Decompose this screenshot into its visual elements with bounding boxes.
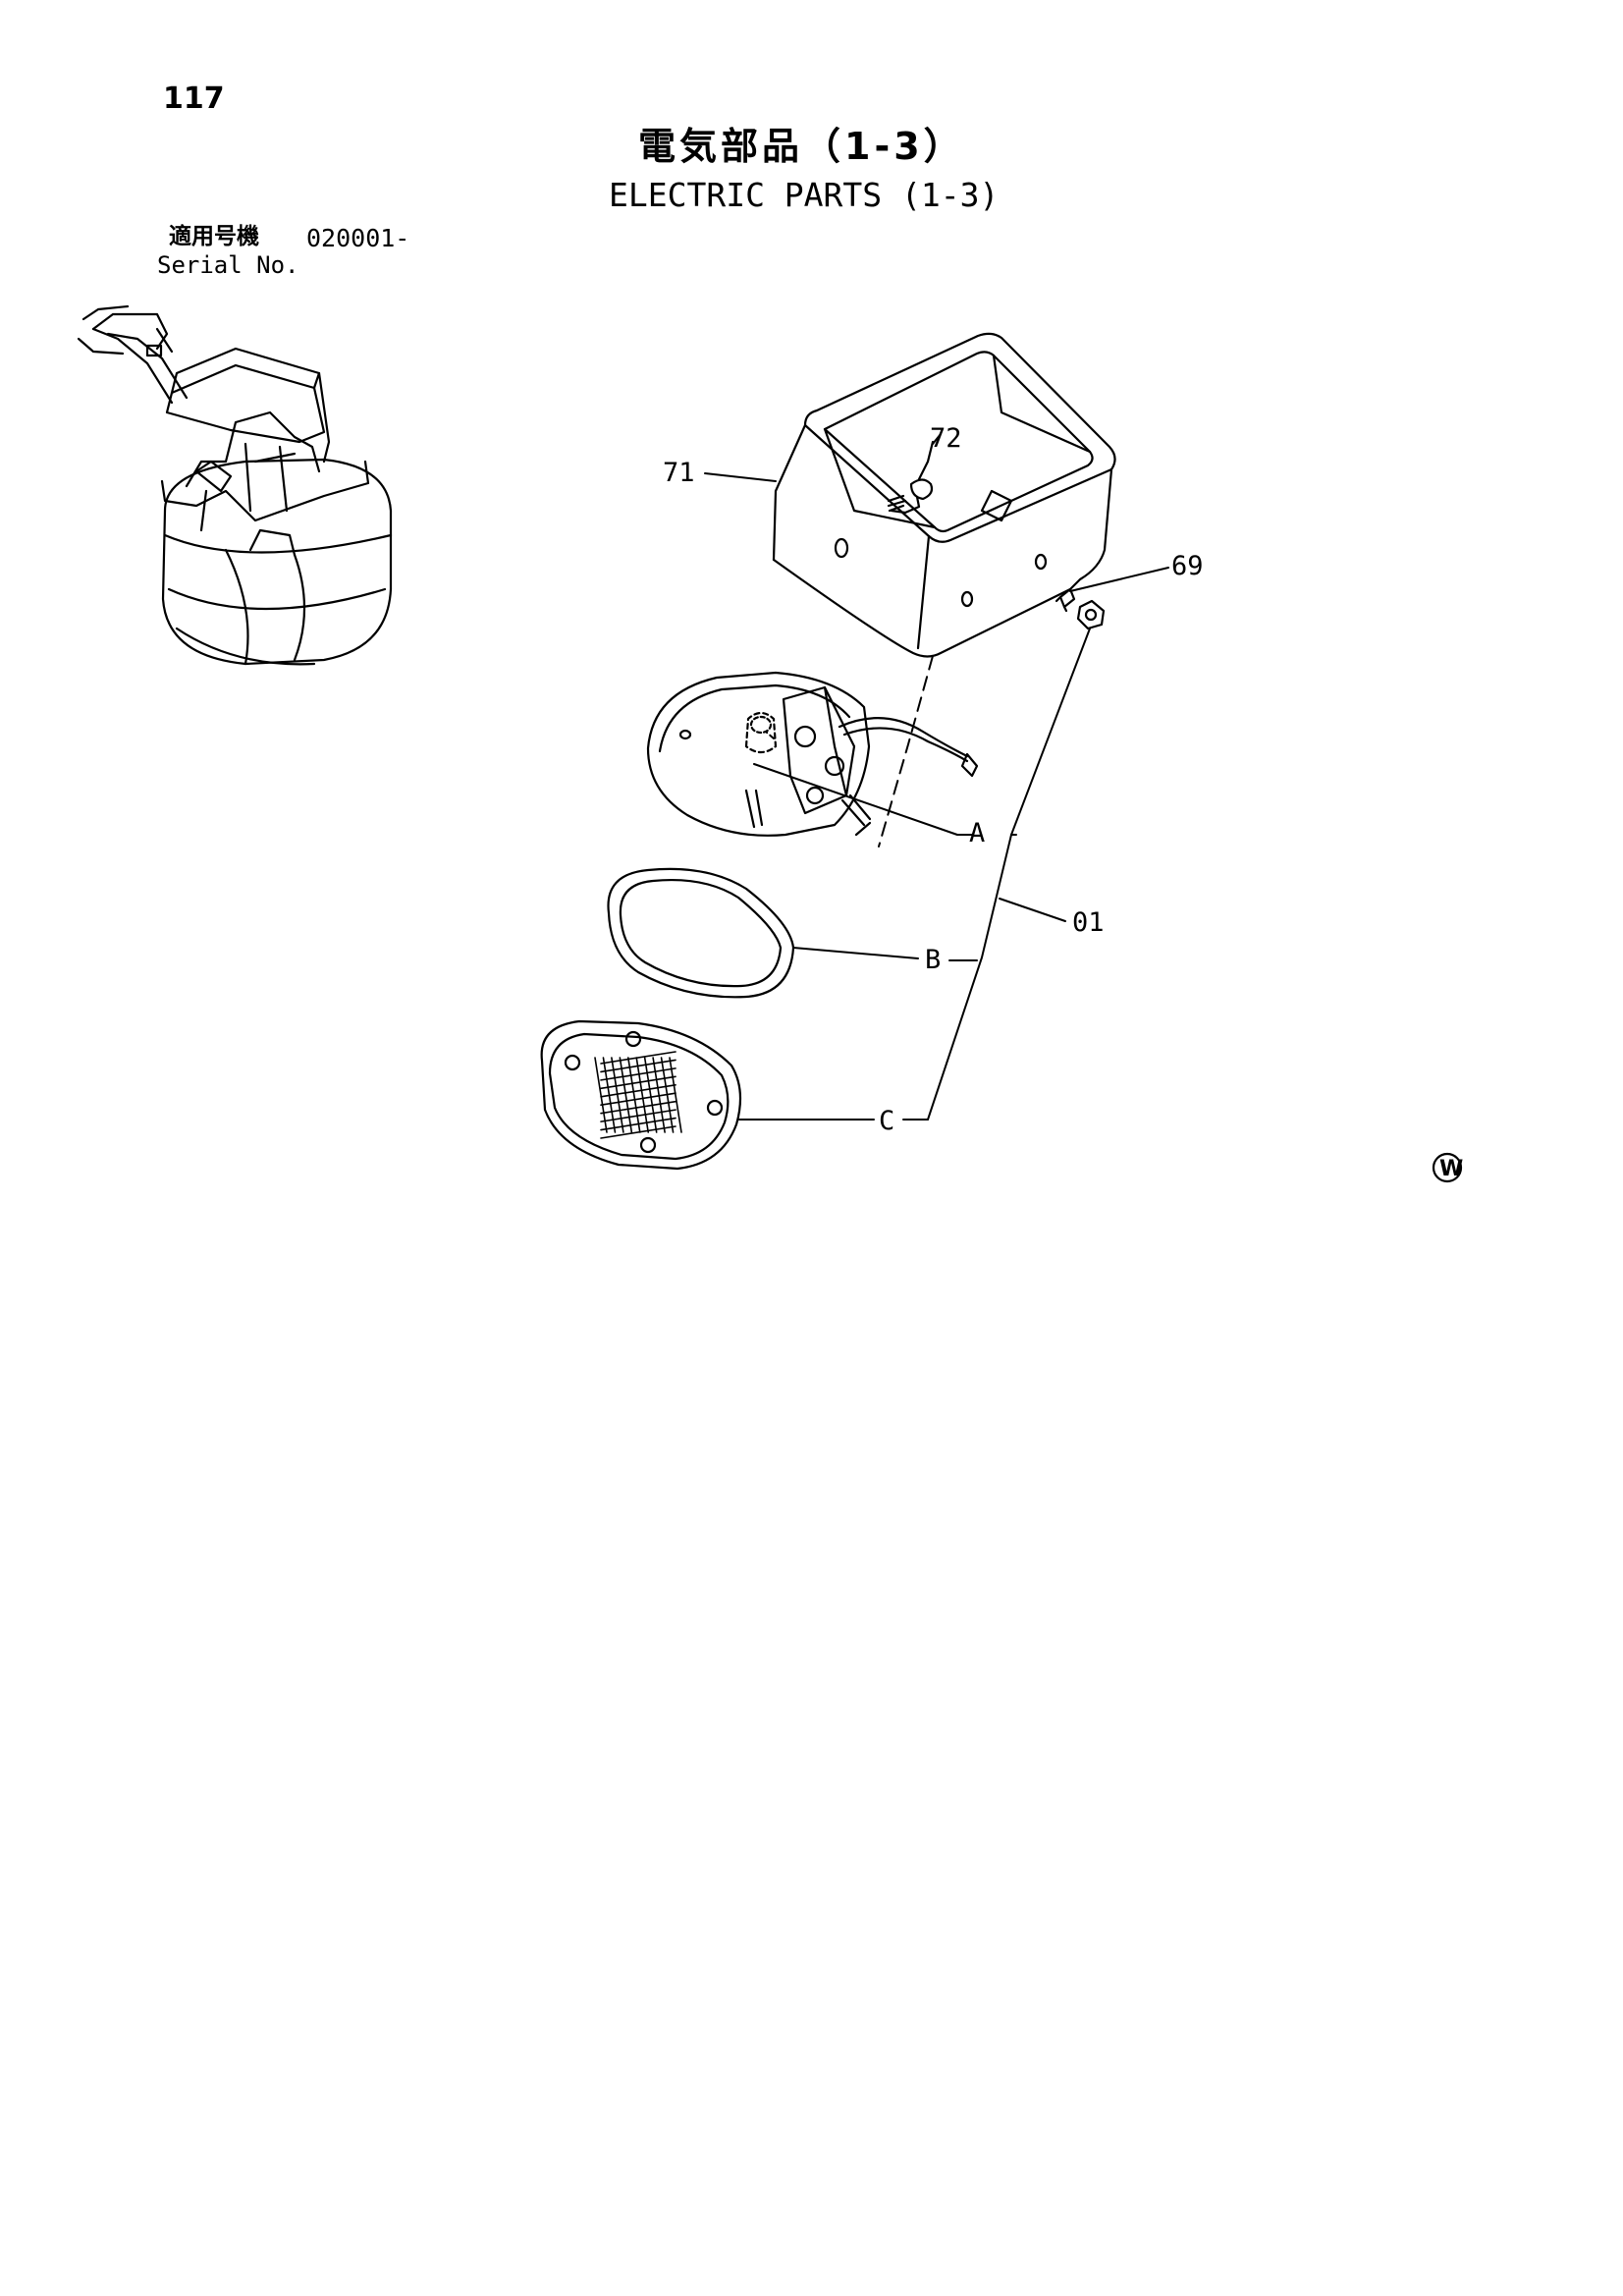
part-C-lens [540, 1019, 742, 1171]
callout-72: 72 [930, 423, 962, 454]
svg-text:W: W [1439, 1157, 1463, 1181]
part-A-lamp-unit [646, 671, 979, 837]
serial-label-english: Serial No. [157, 251, 299, 279]
part-72-bolt [887, 440, 935, 515]
serial-number: 020001- [306, 224, 410, 252]
part-B-gasket [607, 867, 795, 999]
serial-label-japanese: 適用号機 [169, 224, 259, 249]
machine-overview-illustration [77, 304, 393, 666]
callout-71: 71 [663, 458, 695, 488]
part-69-screw [1055, 587, 1106, 630]
callout-01: 01 [1072, 907, 1105, 938]
page-title-japanese: 電気部品（1-3） [638, 125, 965, 168]
circled-w-mark: W [1432, 1152, 1463, 1183]
callout-A: A [969, 818, 985, 848]
callout-B: B [925, 945, 941, 975]
page-title-english: ELECTRIC PARTS (1-3) [609, 176, 1000, 214]
callout-labels: 71 72 69 A 01 B C [663, 423, 1204, 1136]
callout-69: 69 [1171, 551, 1204, 581]
callout-C: C [879, 1106, 894, 1136]
page-number: 117 [163, 82, 225, 116]
leader-lines [704, 433, 1169, 1121]
